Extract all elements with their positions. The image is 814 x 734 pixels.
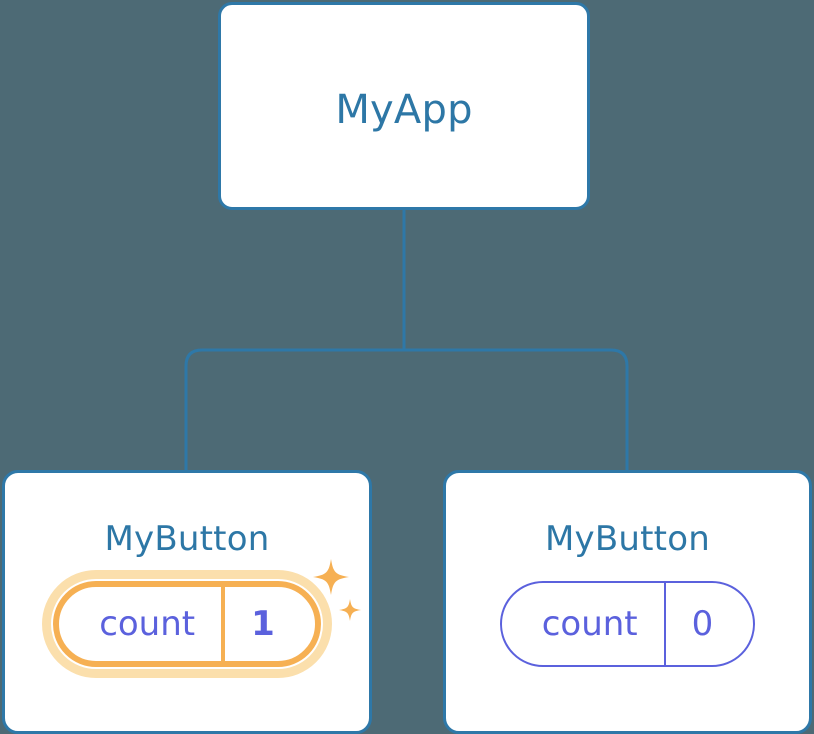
node-card-child-1[interactable]: MyButton count 0 bbox=[443, 470, 812, 734]
node-card-root[interactable]: MyApp bbox=[218, 2, 590, 210]
node-title-child-0: MyButton bbox=[104, 519, 270, 559]
sparkle-small-icon bbox=[338, 599, 361, 621]
node-card-child-0[interactable]: MyButton count 1 bbox=[2, 470, 372, 734]
counter-highlight-glow bbox=[42, 570, 332, 678]
counter-label-child-0: count bbox=[99, 604, 196, 644]
counter-holder-child-0: count 1 bbox=[42, 559, 361, 678]
counter-row-child-1: count 0 bbox=[446, 581, 809, 667]
connector-child-bus bbox=[184, 348, 629, 470]
node-title-root: MyApp bbox=[335, 87, 473, 133]
counter-row-child-0: count 1 bbox=[5, 559, 369, 678]
counter-label-child-1: count bbox=[541, 604, 638, 644]
counter-pill-child-0[interactable]: count 1 bbox=[53, 581, 321, 667]
counter-value-child-1: 0 bbox=[663, 583, 754, 665]
node-title-child-1: MyButton bbox=[545, 519, 710, 559]
counter-value-child-0: 1 bbox=[221, 587, 315, 661]
counter-pill-child-1[interactable]: count 0 bbox=[499, 581, 756, 667]
counter-holder-child-1: count 0 bbox=[499, 581, 756, 667]
